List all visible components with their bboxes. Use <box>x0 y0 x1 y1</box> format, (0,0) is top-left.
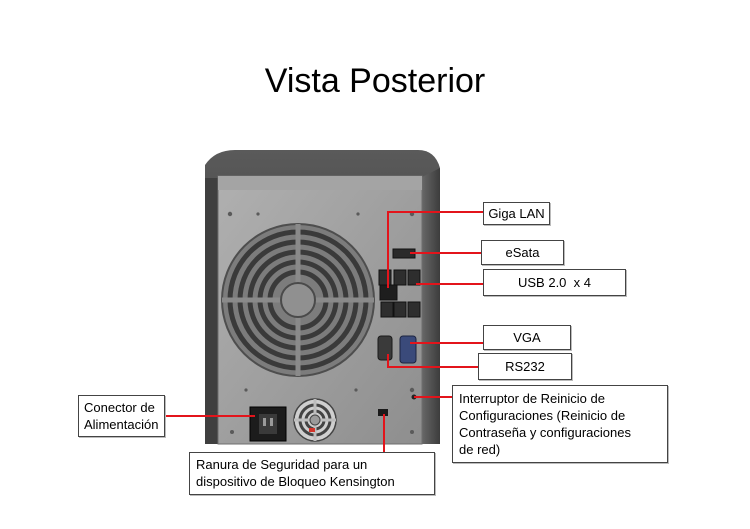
kensington-slot <box>378 409 388 416</box>
leader-lines <box>164 211 483 453</box>
reset-switch-label-line: Interruptor de Reinicio de <box>459 391 605 406</box>
vga-label: VGA <box>483 325 571 350</box>
power-connector-label-line: Conector de <box>84 400 155 415</box>
giga-lan-label: Giga LAN <box>483 202 550 225</box>
power-connector-label-line: Alimentación <box>84 417 159 432</box>
kensington-slot-label-line: Ranura de Seguridad para un <box>196 457 368 472</box>
reset-switch-label: Interruptor de Reinicio de Configuracion… <box>452 385 668 463</box>
reset-switch-label-line: de red) <box>459 442 501 457</box>
rs232-label: RS232 <box>478 353 572 380</box>
kensington-slot-label-line: dispositivo de Bloqueo Kensington <box>196 474 395 489</box>
page-title: Vista Posterior <box>264 62 486 100</box>
kensington-slot-label: Ranura de Seguridad para un dispositivo … <box>189 452 435 495</box>
power-connector-label: Conector de Alimentación <box>78 395 165 437</box>
usb-ports <box>378 269 421 318</box>
cooling-fan <box>221 223 375 377</box>
vga-port <box>399 335 417 364</box>
rs232-port <box>377 335 393 361</box>
esata-label: eSata <box>481 240 564 265</box>
usb-label: USB 2.0 x 4 <box>483 269 626 296</box>
reset-switch-label-line: Configuraciones (Reinicio de <box>459 408 626 423</box>
power-connector <box>249 406 287 442</box>
reset-switch-label-line: Contraseña y configuraciones <box>459 425 631 440</box>
psu-fan <box>293 398 337 442</box>
